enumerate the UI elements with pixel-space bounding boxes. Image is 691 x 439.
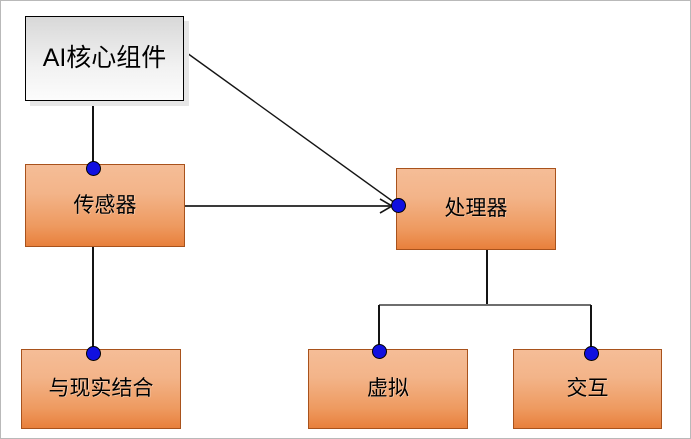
node-ai-core[interactable]: AI核心组件 <box>25 16 184 101</box>
edge-root-to-processor <box>186 52 396 204</box>
node-processor[interactable]: 处理器 <box>396 168 556 250</box>
port-virtual-top[interactable] <box>371 343 387 359</box>
node-virtual[interactable]: 虚拟 <box>308 349 468 429</box>
port-sensor-top[interactable] <box>85 160 101 176</box>
node-processor-label: 处理器 <box>444 197 508 221</box>
node-ai-core-label: AI核心组件 <box>42 43 167 72</box>
port-processor-left[interactable] <box>390 197 406 213</box>
port-interaction-top[interactable] <box>583 345 599 361</box>
node-reality-label: 与现实结合 <box>48 377 154 401</box>
node-sensor-label: 传感器 <box>73 193 137 217</box>
node-interaction[interactable]: 交互 <box>513 349 662 429</box>
node-interaction-label: 交互 <box>566 377 609 401</box>
node-sensor[interactable]: 传感器 <box>25 164 185 247</box>
port-reality-top[interactable] <box>85 345 101 361</box>
node-reality[interactable]: 与现实结合 <box>21 349 181 429</box>
node-virtual-label: 虚拟 <box>367 377 409 401</box>
